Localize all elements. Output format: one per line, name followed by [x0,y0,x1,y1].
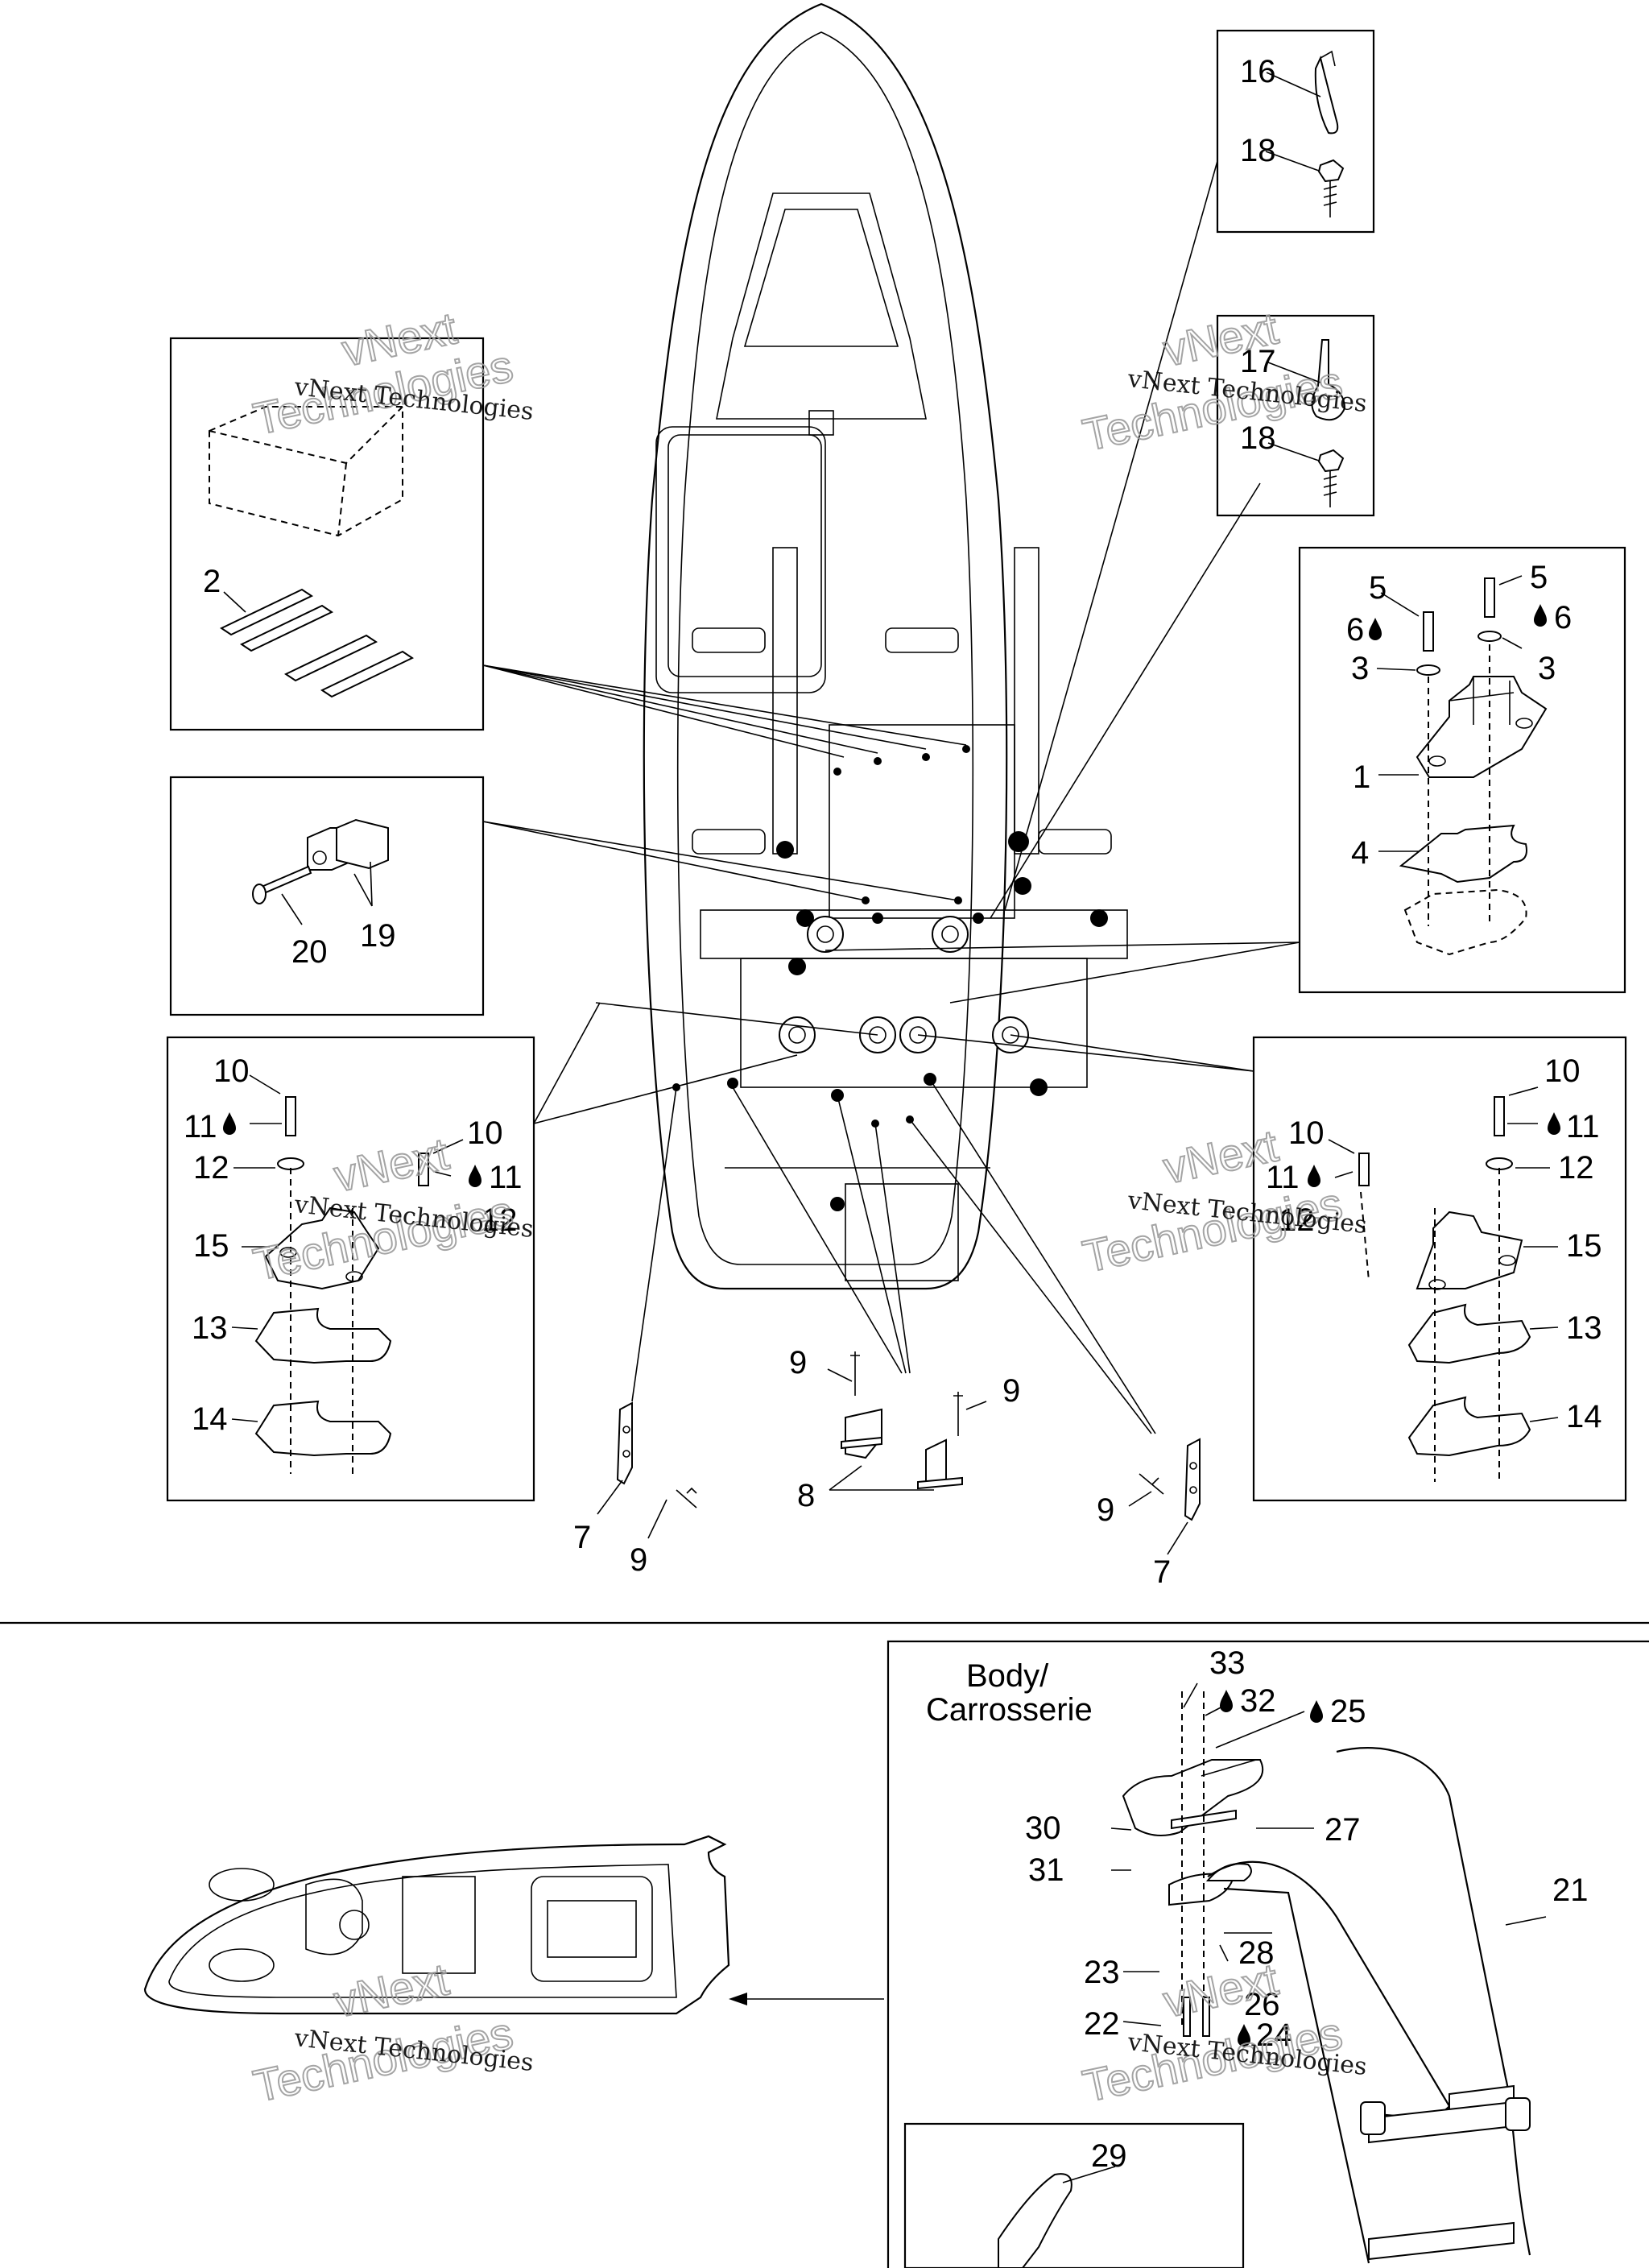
oil-drop-icon [1220,1690,1233,1712]
oil-drop-icon [1310,1700,1323,1723]
callout-23: 23 [1084,1955,1120,1990]
foam-strip-4 [320,650,415,698]
callout-9b: 9 [789,1345,807,1380]
foam-strip-1 [219,588,314,636]
callout-9d: 9 [1097,1492,1114,1528]
callout-12d: 12 [1279,1202,1315,1238]
detail-box-foam-strips: 2 [169,337,485,731]
callout-29: 29 [1091,2138,1127,2174]
callout-5a: 5 [1369,570,1387,606]
boat-side-view [143,1835,730,2015]
callout-11b: 11 [489,1160,523,1195]
callout-18b: 18 [1240,420,1276,456]
callout-14b: 14 [1566,1399,1602,1434]
callout-33: 33 [1209,1645,1246,1681]
boat-hull-top-view [643,2,1128,1290]
svg-text:vNext: vNext [329,1953,453,2026]
callout-19: 19 [360,918,396,954]
callout-2: 2 [203,564,221,599]
detail-box-right-rear-mount: 10 11 12 10 11 12 15 13 14 [1252,1036,1627,1502]
callout-10a: 10 [213,1053,250,1089]
callout-9a: 9 [630,1542,647,1578]
leader-lines [482,160,1300,1434]
callout-21: 21 [1552,1873,1589,1908]
detail-box-tie-strap: 16 18 [1216,29,1375,234]
callout-22: 22 [1084,2006,1120,2042]
detail-box-clamp: 17 18 [1216,314,1375,517]
callout-1: 1 [1353,759,1370,795]
detail-box-front-engine-mount: 5 6 3 5 6 3 1 4 [1298,546,1626,994]
callout-13b: 13 [1566,1310,1602,1346]
callout-6a: 6 [1346,612,1364,648]
callout-6b: 6 [1554,600,1572,635]
detail-box-rubber-blocks: 20 19 [169,776,485,1016]
callout-11c: 11 [1566,1109,1600,1144]
callout-15a: 15 [193,1228,229,1264]
left-arrow-icon [729,1993,884,2005]
callout-4: 4 [1351,835,1369,871]
callout-9c: 9 [1002,1373,1020,1409]
callout-30: 30 [1025,1811,1061,1846]
callout-11a: 11 [184,1109,217,1144]
callout-26: 26 [1244,1987,1280,2022]
callout-16: 16 [1240,54,1276,89]
detail-box-boarding-ladder: Body/ Carrosserie 33 32 25 27 [886,1640,1649,2268]
callout-28: 28 [1238,1935,1275,1971]
callout-32: 32 [1240,1683,1276,1719]
callout-3b: 3 [1538,651,1556,686]
callout-10b: 10 [467,1115,503,1151]
callout-27: 27 [1325,1812,1361,1848]
body-label-line2: Carrosserie [926,1692,1093,1728]
callout-25: 25 [1330,1694,1366,1729]
brackets-7-8-9: 7 9 9 9 8 9 7 [573,1345,1201,1590]
callout-12a: 12 [193,1150,229,1186]
foam-strip-2 [239,604,334,652]
callout-14a: 14 [192,1401,228,1437]
detail-box-left-rear-mount: 10 11 12 10 11 12 15 13 14 [166,1036,535,1502]
callout-10d: 10 [1288,1115,1325,1151]
callout-20: 20 [291,934,328,970]
hull-attachment-dots [672,745,1108,1211]
callout-17: 17 [1240,344,1276,379]
callout-31: 31 [1028,1852,1064,1888]
callout-3a: 3 [1351,651,1369,686]
callout-5b: 5 [1530,560,1548,595]
callout-11d: 11 [1266,1160,1300,1195]
foam-strip-3 [283,634,378,682]
callout-8: 8 [797,1478,815,1513]
callout-12c: 12 [1558,1150,1594,1186]
callout-24: 24 [1256,2018,1292,2053]
hull-engine-mounts [779,916,1029,1053]
callout-12b: 12 [481,1202,518,1238]
callout-18: 18 [1240,133,1276,168]
callout-10c: 10 [1544,1053,1581,1089]
body-label-line1: Body/ [966,1658,1049,1694]
callout-15b: 15 [1566,1228,1602,1264]
callout-7a: 7 [573,1520,591,1555]
callout-7b: 7 [1153,1554,1171,1590]
callout-13a: 13 [192,1310,228,1346]
